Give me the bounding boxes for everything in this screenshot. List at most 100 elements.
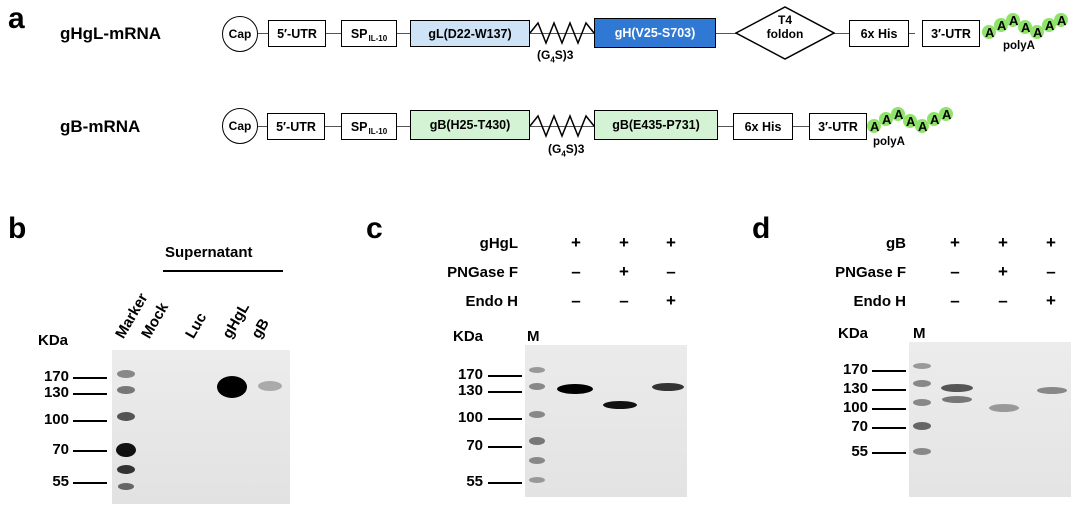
- gel-c: [525, 345, 687, 497]
- marker-100-label-d: 100: [842, 399, 868, 416]
- linker-zigzag-2: [530, 114, 594, 138]
- ghgl-endoh-band: [652, 383, 684, 391]
- gel-d: [909, 342, 1071, 497]
- polya-letter: A: [930, 112, 940, 127]
- foldon-line-1: T4: [777, 13, 792, 27]
- kda-label-b: KDa: [38, 332, 69, 349]
- sp-sub-1: IL-10: [368, 33, 388, 43]
- marker-band: [117, 412, 135, 421]
- polya-glow-1: [982, 13, 1068, 39]
- polya-label-2: polyA: [873, 136, 905, 148]
- polya-letter: A: [1021, 20, 1031, 35]
- sign-d: –: [1046, 262, 1056, 281]
- marker-band: [117, 386, 135, 394]
- polya-tail-1: A A A A A A A: [982, 8, 1072, 42]
- sign-d: +: [950, 233, 960, 252]
- marker-170-label-d: 170: [842, 361, 868, 378]
- cond-label-d-2: Endo H: [853, 293, 907, 310]
- utr5-box-2: 5′-UTR: [267, 113, 325, 140]
- marker-55-label-c: 55: [466, 473, 483, 490]
- marker-band: [913, 399, 931, 406]
- polya-glow-2: [867, 107, 953, 133]
- marker-170-label-b: 170: [43, 368, 69, 385]
- marker-band: [913, 380, 931, 387]
- utr3-box-2: 3′-UTR: [809, 113, 867, 140]
- polya-letter: A: [1057, 13, 1067, 28]
- polya-letter: A: [1009, 13, 1019, 28]
- sign-d: –: [950, 262, 960, 281]
- polya-tail-2: A A A A A A A: [867, 102, 957, 136]
- sign-d: +: [1046, 233, 1056, 252]
- marker-band: [913, 422, 931, 430]
- backbone-line-1: [245, 33, 915, 34]
- sign-c: –: [619, 291, 629, 310]
- gb-mrna-label: gB-mRNA: [60, 117, 141, 136]
- sign-c: –: [571, 262, 581, 281]
- marker-70-label-d: 70: [851, 418, 868, 435]
- gb-pngase-band: [989, 404, 1019, 412]
- marker-130-label-c: 130: [457, 382, 483, 399]
- sign-c: +: [619, 233, 629, 252]
- ghgl-pngase-band: [603, 401, 637, 409]
- marker-band: [117, 465, 135, 474]
- polya-letter: A: [1033, 25, 1043, 40]
- sign-c: +: [666, 233, 676, 252]
- foldon-line-2: foldon: [766, 27, 804, 41]
- marker-55-label-d: 55: [851, 443, 868, 460]
- panel-d-letter: d: [752, 212, 771, 245]
- sign-d: –: [950, 291, 960, 310]
- cond-label-c-0: gHgL: [479, 235, 518, 252]
- cap-circle-2: Cap: [222, 108, 258, 144]
- marker-70-label-b: 70: [52, 441, 69, 458]
- sign-d: +: [998, 262, 1008, 281]
- sign-d: –: [998, 291, 1008, 310]
- gel-b: [112, 350, 290, 504]
- cond-label-d-0: gB: [886, 235, 906, 252]
- marker-band: [529, 477, 545, 483]
- gb2-box: gB(E435-P731): [594, 110, 718, 140]
- gl-box: gL(D22-W137): [410, 20, 530, 47]
- ghgl-band: [217, 376, 247, 398]
- marker-130-label-d: 130: [842, 380, 868, 397]
- marker-100-tick-d: [872, 408, 906, 410]
- lane-label-gb: gB: [248, 315, 273, 342]
- kda-label-d: KDa: [838, 325, 869, 342]
- marker-130-label-b: 130: [43, 384, 69, 401]
- foldon-label: T4 foldon: [735, 13, 835, 41]
- marker-band: [118, 483, 134, 490]
- marker-170-label-c: 170: [457, 366, 483, 383]
- sp-sub-2: IL-10: [368, 126, 388, 136]
- polya-letter: A: [870, 119, 880, 134]
- backbone-line-2: [238, 126, 873, 127]
- marker-band: [913, 448, 931, 455]
- cond-label-d-1: PNGase F: [835, 264, 906, 281]
- polya-letter: A: [942, 107, 952, 122]
- marker-130-tick-d: [872, 389, 906, 391]
- lane-label-ghgl: gHgL: [219, 299, 254, 342]
- sign-c: –: [666, 262, 676, 281]
- marker-100-label-c: 100: [457, 409, 483, 426]
- gb1-box: gB(H25-T430): [410, 110, 530, 140]
- linker-zigzag-1: [530, 21, 594, 45]
- marker-100-tick-c: [488, 418, 522, 420]
- gh-box: gH(V25-S703): [594, 18, 716, 48]
- panel-c-letter: c: [366, 212, 383, 245]
- linker-label-2: (G4S)3: [548, 142, 585, 159]
- marker-lane-label-d: M: [913, 325, 926, 342]
- supernatant-label: Supernatant: [165, 244, 253, 261]
- utr3-box-1: 3′-UTR: [922, 20, 980, 47]
- gb-untreated-band-upper: [941, 384, 973, 392]
- marker-170-tick-b: [73, 377, 107, 379]
- marker-130-tick-b: [73, 393, 107, 395]
- marker-band: [529, 367, 545, 373]
- marker-70-tick-d: [872, 427, 906, 429]
- polya-letter: A: [985, 25, 995, 40]
- sign-d: +: [998, 233, 1008, 252]
- sign-c: –: [571, 291, 581, 310]
- polya-letter: A: [906, 114, 916, 129]
- his-box-2: 6x His: [733, 113, 793, 140]
- polya-letter: A: [1045, 18, 1055, 33]
- ghgl-mrna-label: gHgL-mRNA: [60, 24, 162, 43]
- foldon-diamond: [735, 6, 835, 60]
